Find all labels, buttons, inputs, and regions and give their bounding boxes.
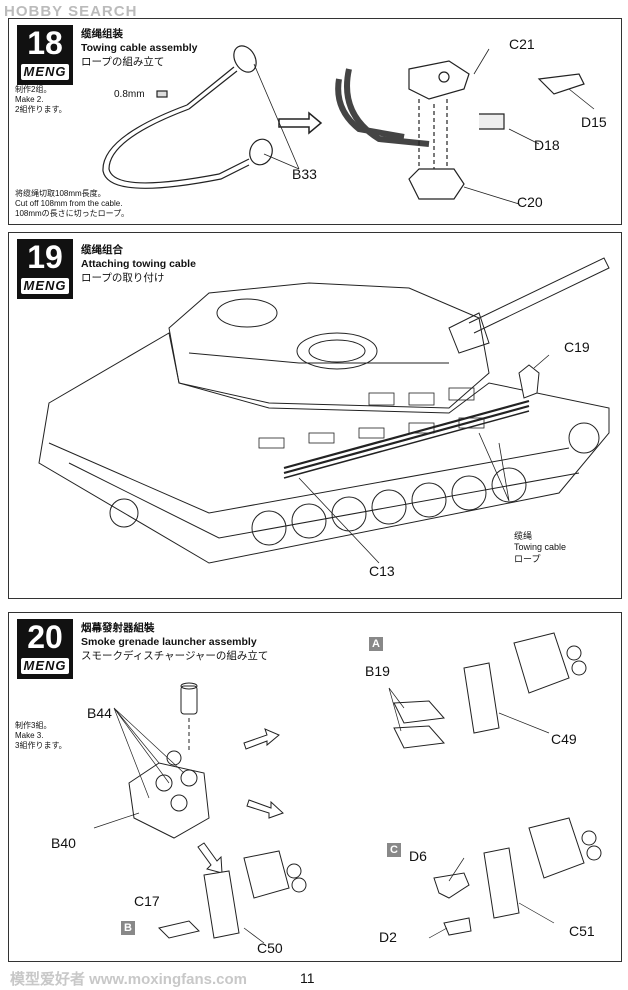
part-label-b40: B40 <box>51 835 76 851</box>
step-18-panel: 18 MENG 缆绳组装 Towing cable assembly ロープの組… <box>8 18 622 225</box>
part-label-c51: C51 <box>569 923 595 939</box>
part-label-b19: B19 <box>365 663 390 679</box>
title-cn: 缆绳组合 <box>81 244 123 256</box>
part-label-c17: C17 <box>134 893 160 909</box>
title-en: Towing cable assembly <box>81 42 198 54</box>
note-make: 制作3組。 Make 3. 3組作ります。 <box>15 721 67 751</box>
cable-jp: ロープ <box>514 554 541 564</box>
brand-logo: MENG <box>21 64 69 80</box>
part-label-c19: C19 <box>564 339 590 355</box>
note-cn: 制作2组。 <box>15 85 52 94</box>
step-19-panel: 19 MENG 缆绳组合 Attaching towing cable ロープの… <box>8 232 622 599</box>
step-title: 缆绳组装 Towing cable assembly ロープの組み立て <box>81 27 198 69</box>
note-en: Cut off 108mm from the cable. <box>15 199 123 208</box>
part-label-d2: D2 <box>379 929 397 945</box>
title-cn: 缆绳组装 <box>81 28 123 40</box>
sub-assembly-c-marker: C <box>387 843 401 857</box>
part-label-c20: C20 <box>517 194 543 210</box>
part-label-d6: D6 <box>409 848 427 864</box>
watermark-top: HOBBY SEARCH <box>4 3 138 20</box>
title-jp: ロープの取り付け <box>81 272 165 284</box>
title-en: Attaching towing cable <box>81 258 196 270</box>
note-cut: 将缆绳切取108mm長度。 Cut off 108mm from the cab… <box>15 189 129 219</box>
note-jp: 3組作ります。 <box>15 741 67 750</box>
step-number: 20 <box>27 619 63 655</box>
note-en: Make 3. <box>15 731 44 740</box>
step-20-panel: 20 MENG 烟幕發射器組裝 Smoke grenade launcher a… <box>8 612 622 962</box>
note-en: Make 2. <box>15 95 44 104</box>
part-label-c49: C49 <box>551 731 577 747</box>
title-jp: ロープの組み立て <box>81 56 165 68</box>
page-number: 11 <box>300 970 315 986</box>
title-cn: 烟幕發射器組裝 <box>81 622 155 634</box>
brand-logo: MENG <box>21 658 69 674</box>
part-label-c13: C13 <box>369 563 395 579</box>
step-18-drawing <box>102 45 595 205</box>
note-cn: 将缆绳切取108mm長度。 <box>15 189 106 198</box>
title-en: Smoke grenade launcher assembly <box>81 636 257 648</box>
part-label-b44: B44 <box>87 705 112 721</box>
step-number: 18 <box>27 25 63 61</box>
dimension-label: 0.8mm <box>114 89 145 100</box>
title-jp: スモークディスチャージャーの組み立て <box>81 650 269 662</box>
watermark-bottom: 模型爱好者 www.moxingfans.com <box>10 971 247 988</box>
step-number: 19 <box>27 239 63 275</box>
tank-drawing <box>38 257 610 564</box>
step-20-drawing <box>93 632 602 944</box>
part-label-c21: C21 <box>509 36 535 52</box>
sub-assembly-b-marker: B <box>121 921 135 935</box>
note-make: 制作2组。 Make 2. 2組作ります。 <box>15 85 67 115</box>
step-title: 缆绳组合 Attaching towing cable ロープの取り付け <box>81 243 196 285</box>
cable-en: Towing cable <box>514 542 567 552</box>
step-badge: 19 MENG <box>17 239 73 299</box>
sub-assembly-a-marker: A <box>369 637 383 651</box>
part-label-c50: C50 <box>257 940 283 956</box>
note-cn: 制作3組。 <box>15 721 52 730</box>
note-jp: 2組作ります。 <box>15 105 67 114</box>
part-label-b33: B33 <box>292 166 317 182</box>
cable-caption: 缆绳 Towing cable ロープ <box>514 529 566 565</box>
part-label-d15: D15 <box>581 114 607 130</box>
cable-cn: 缆绳 <box>514 531 533 541</box>
step-badge: 20 MENG <box>17 619 73 679</box>
part-label-d18: D18 <box>534 137 560 153</box>
step-badge: 18 MENG <box>17 25 73 85</box>
note-jp: 108mmの長さに切ったロープ。 <box>15 209 129 218</box>
brand-logo: MENG <box>21 278 69 294</box>
step-title: 烟幕發射器組裝 Smoke grenade launcher assembly … <box>81 621 268 663</box>
